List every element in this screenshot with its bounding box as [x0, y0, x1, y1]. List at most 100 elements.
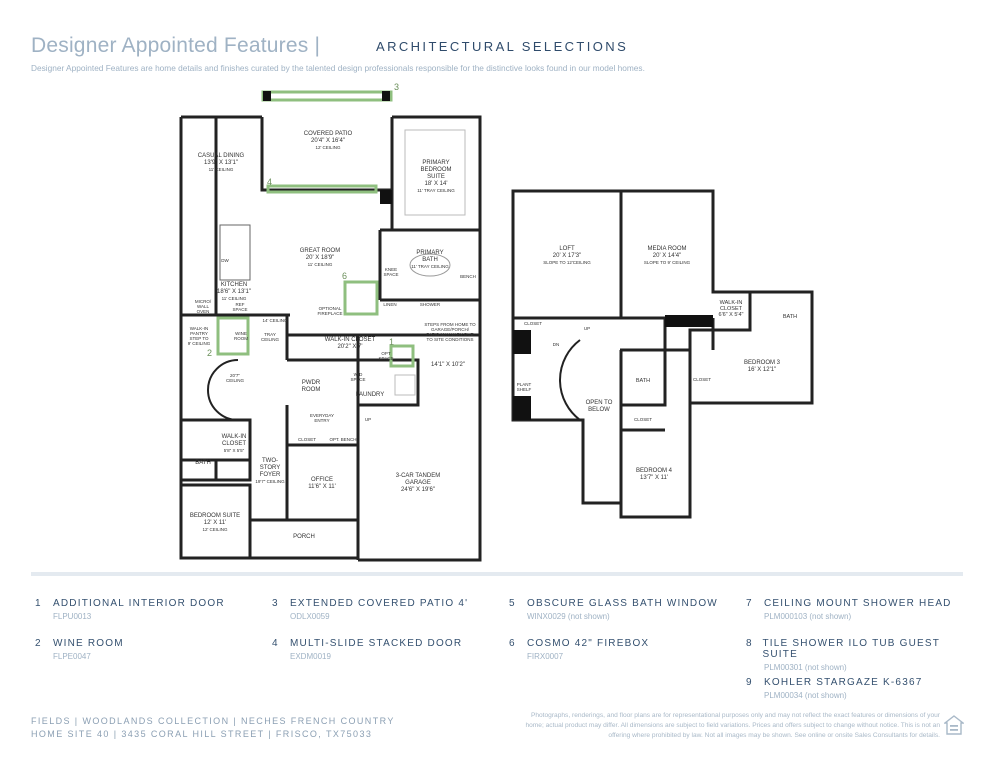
media-room-size: 20' X 14'4" — [653, 253, 681, 259]
bedroom3-closet-label: CLOSET — [693, 377, 711, 382]
community-info: FIELDS | WOODLANDS COLLECTION | NECHES F… — [31, 715, 395, 741]
open-to-below-label-1: OPEN TO — [586, 400, 613, 406]
plan1-markers: 1 2 3 4 6 — [207, 82, 399, 358]
bedroom-suite-size: 12' X 11' — [204, 520, 227, 526]
everyday-entry-label-1: EVERYDAY — [310, 413, 334, 418]
walk-in-closet-label: WALK-IN CLOSET — [325, 337, 376, 343]
svg-text:BEDROOM 316' X 12'1": BEDROOM 316' X 12'1" — [744, 360, 781, 373]
primary-bath-label-1: PRIMARY — [416, 250, 443, 256]
micro-oven-label-3: OVEN — [197, 309, 210, 314]
upper-closet-label: CLOSET — [524, 321, 542, 326]
feature-code: WINX0029 (not shown) — [527, 612, 610, 621]
micro-oven-label-2: WALL — [197, 304, 210, 309]
closet-label: CLOSET — [298, 437, 316, 442]
shower-label: SHOWER — [420, 302, 441, 307]
casual-dining-label: CASUAL DINING — [198, 153, 245, 159]
feature-number: 5 — [509, 598, 515, 609]
feature-label: ADDITIONAL INTERIOR DOOR — [53, 598, 225, 609]
casual-dining-size: 13'9" X 13'1" — [204, 160, 238, 166]
tray-ceiling-label-2: CEILING — [261, 337, 280, 342]
bedroom4-size: 13'7" X 11' — [640, 475, 668, 481]
covered-patio-ceiling: 12' CEILING — [315, 145, 341, 150]
laundry-label: LAUNDRY — [356, 392, 385, 398]
pwdr-room-label-2: ROOM — [302, 387, 321, 393]
pwdr-room-label-1: PWDR — [302, 380, 321, 386]
primary-suite-size: 18' X 14' — [425, 181, 448, 187]
wine-room-label-1: WINE — [235, 331, 247, 336]
feature-number: 7 — [746, 598, 752, 609]
steps-note-3: PATIO MAY VARY DUE — [426, 332, 473, 337]
great-room-ceiling: 11' CEILING — [308, 262, 333, 267]
opt-bench-label: OPT. BENCH — [329, 437, 356, 442]
feature-label: WINE ROOM — [53, 638, 124, 649]
feature-code: FIRX0007 — [527, 652, 564, 661]
feature-code: FLPU0013 — [53, 612, 92, 621]
marker-3: 3 — [394, 82, 399, 92]
great-room-label: GREAT ROOM — [300, 248, 340, 254]
feature-code: PLM00301 (not shown) — [764, 663, 847, 672]
bedroom-suite-ceiling: 12' CEILING — [202, 527, 228, 532]
bedroom3-label: BEDROOM 3 — [744, 360, 781, 366]
plan2-solid-walls — [513, 315, 713, 420]
wd-space-label-2: SPACE — [351, 377, 366, 382]
ref-space-label-2: SPACE — [233, 307, 248, 312]
dw-label: DW — [221, 258, 229, 263]
opt-space-label-1: OPT — [381, 351, 391, 356]
loft-size: 20' X 17'3" — [553, 253, 581, 259]
upper-walk-in-closet-size: 6'6" X 5'4" — [719, 312, 744, 318]
up-label: UP — [365, 417, 371, 422]
upper-walk-in-closet-label-1: WALK-IN — [720, 300, 743, 306]
kitchen-ceiling: 11' CEILING — [222, 296, 247, 301]
feature-number: 4 — [272, 638, 278, 649]
section-divider — [31, 572, 963, 576]
bench-label: BENCH — [460, 274, 476, 279]
feature-number: 3 — [272, 598, 278, 609]
plan2-stair-curve — [559, 339, 581, 421]
feature-label: MULTI-SLIDE STACKED DOOR — [290, 638, 463, 649]
tray-ceiling-label-1: TRAY — [264, 332, 276, 337]
optional-fireplace-label-2: FIREPLACE — [317, 311, 342, 316]
foyer-ceiling-label-2: CEILING — [226, 378, 245, 383]
feature-label: OBSCURE GLASS BATH WINDOW — [527, 598, 718, 609]
micro-oven-label-1: MICRO/ — [195, 299, 212, 304]
feature-code: PLM00034 (not shown) — [764, 691, 847, 700]
feature-code: ODLX0059 — [290, 612, 330, 621]
kitchen-label: KITCHEN — [221, 282, 247, 288]
plan1-columns — [263, 91, 392, 204]
page-title: Designer Appointed Features | — [31, 34, 321, 57]
walk-in-pantry-label-3: STEP TO — [189, 336, 209, 341]
feature-number: 9 — [746, 677, 752, 688]
casual-dining-ceiling: 11' CEILING — [209, 167, 234, 172]
page-description: Designer Appointed Features are home det… — [31, 63, 645, 73]
garage-label-1: 3-CAR TANDEM — [396, 473, 440, 479]
feature-number: 8 — [746, 638, 752, 649]
everyday-entry-label-2: ENTRY — [314, 418, 329, 423]
foyer-label-1: TWO- — [262, 458, 278, 464]
plan1-stair-curve — [207, 359, 239, 421]
marker-4: 4 — [267, 177, 272, 187]
walk-in-pantry-label-2: PANTRY — [190, 331, 208, 336]
